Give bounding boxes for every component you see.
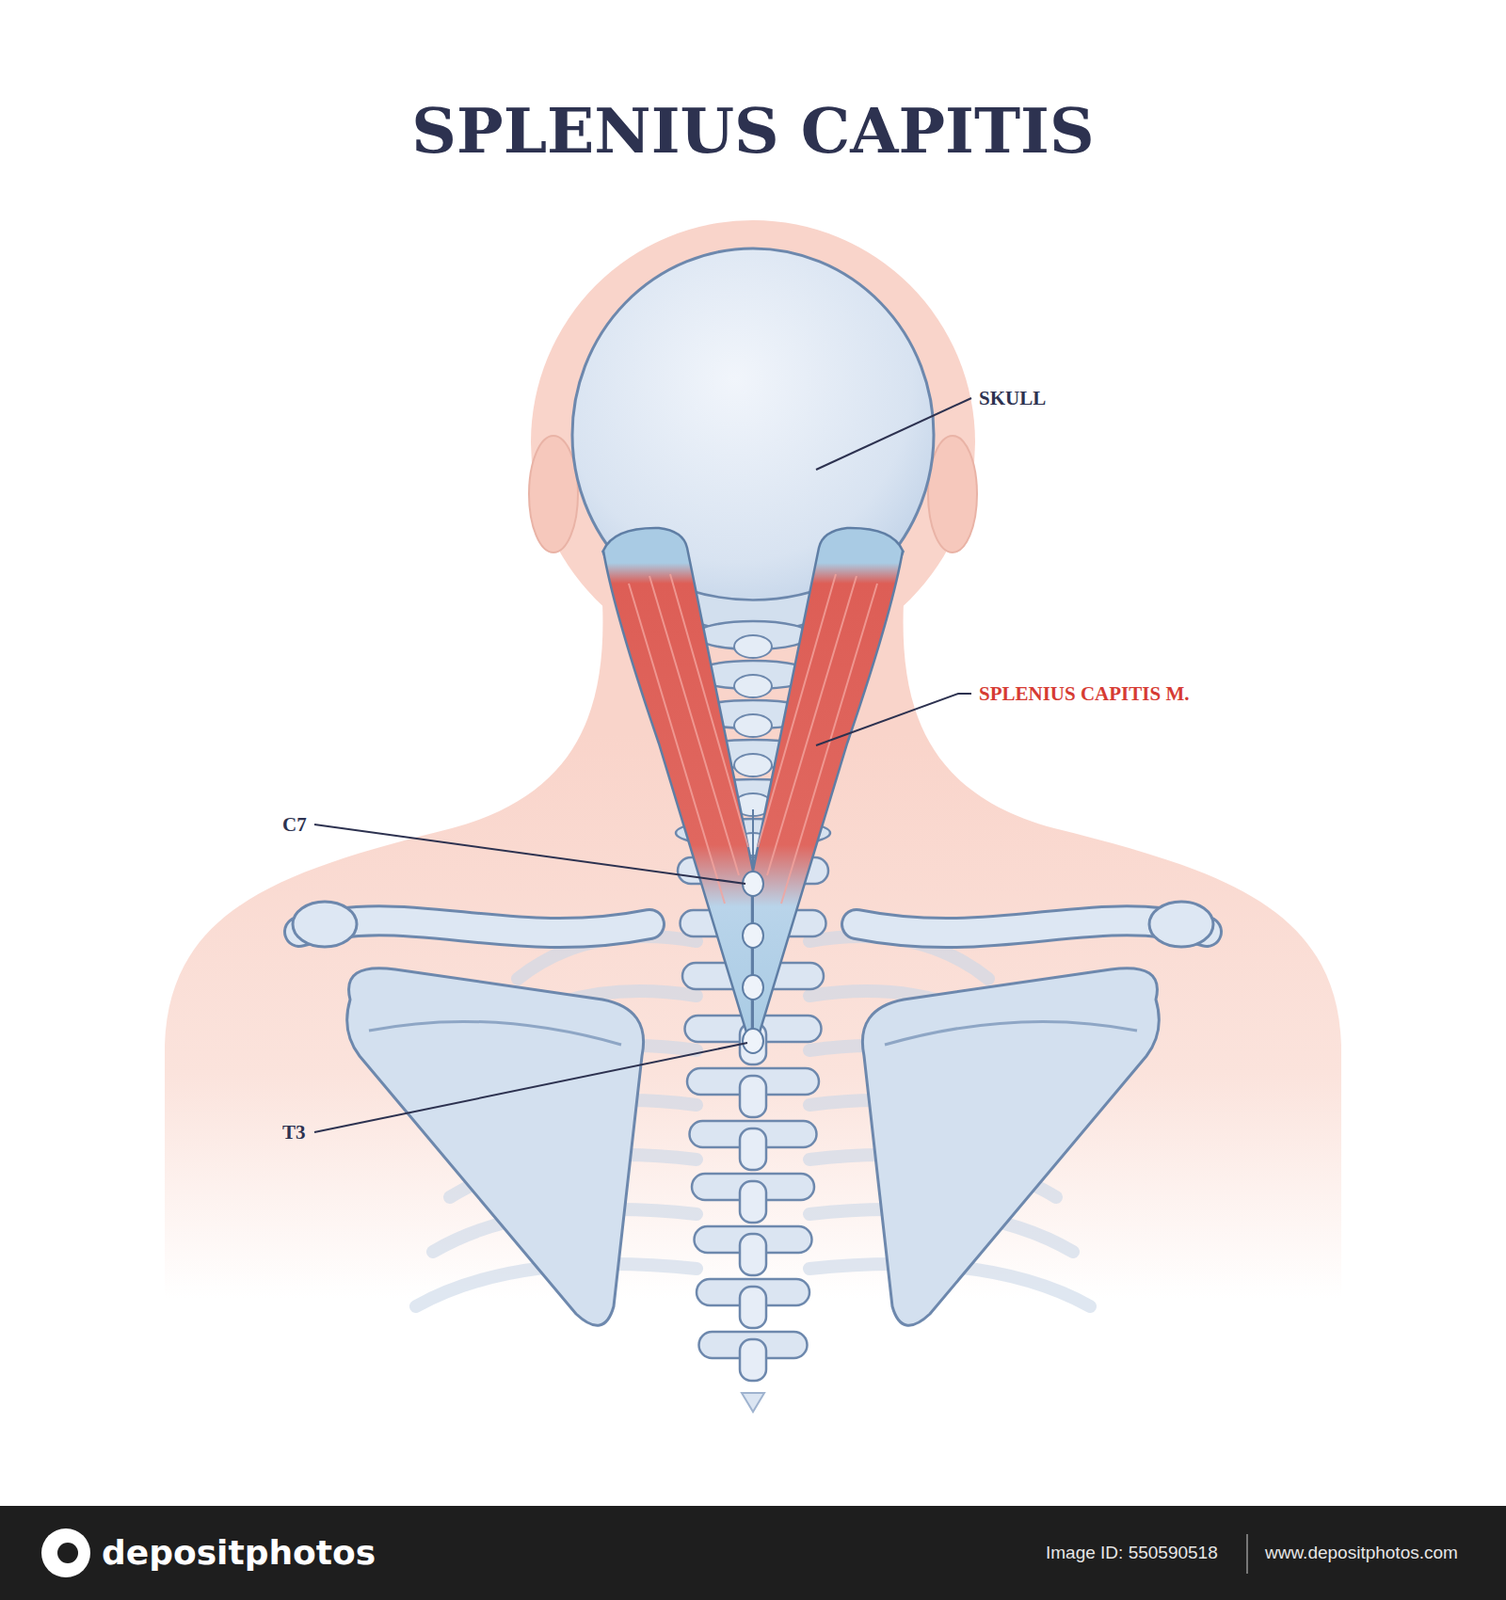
thoracic-spine — [677, 857, 829, 1412]
part-label: SPLENIUS CAPITIS M. — [978, 682, 1189, 705]
scapula-spine — [368, 1021, 622, 1045]
spinous-tip — [742, 923, 764, 948]
logo-icon — [41, 1528, 91, 1578]
muscle-fibres — [628, 574, 749, 904]
muscle-belly — [752, 528, 903, 1041]
spinous-process — [739, 1181, 767, 1223]
cervical-process — [734, 674, 772, 698]
body-silhouette — [164, 602, 1342, 1299]
right-shoulder — [856, 901, 1214, 1326]
right-muscle — [752, 528, 903, 1041]
scapula — [347, 968, 644, 1327]
splenius-capitis-muscles — [603, 528, 903, 1043]
spinous-tips — [742, 871, 764, 1054]
left-shoulder — [292, 901, 650, 1326]
spinous-tip — [742, 975, 764, 1000]
leader-line — [816, 693, 972, 746]
cervical-process — [734, 753, 772, 777]
cervical-process — [734, 714, 772, 737]
leader-lines — [314, 398, 972, 1133]
logo-icon-hole — [57, 1542, 79, 1564]
watermark-logo: depositphotos — [101, 1533, 376, 1572]
vertebra-label: T3 — [282, 1121, 306, 1144]
spinous-process — [739, 1128, 767, 1170]
left-muscle — [603, 528, 754, 1041]
leader-line — [314, 1042, 748, 1133]
scapula — [862, 968, 1159, 1327]
vertebra-label: C7 — [282, 813, 307, 836]
scapula-spine — [884, 1021, 1138, 1045]
spinous-process — [739, 1339, 767, 1381]
spinous-process — [739, 1286, 767, 1329]
spinous-tip — [742, 1028, 764, 1054]
leader-line — [816, 398, 972, 470]
footer-divider — [1246, 1534, 1249, 1574]
spinous-tip — [742, 871, 764, 897]
leader-line — [314, 824, 746, 884]
part-label: SKULL — [978, 386, 1046, 410]
spinous-process — [739, 1075, 767, 1118]
spine-tail — [741, 1393, 765, 1412]
ear — [928, 435, 978, 553]
footer-bar — [0, 1506, 1506, 1600]
muscle-belly — [603, 528, 754, 1041]
ear — [528, 435, 578, 553]
muscle-fibres — [757, 574, 878, 904]
acromion — [292, 901, 357, 947]
spinous-process — [739, 1233, 767, 1276]
watermark-url: www.depositphotos.com — [1265, 1542, 1458, 1564]
acromion — [1149, 901, 1214, 947]
watermark-id: Image ID: 550590518 — [1045, 1542, 1218, 1564]
cervical-process — [734, 635, 772, 658]
head-silhouette — [530, 220, 976, 665]
title: SPLENIUS CAPITIS — [0, 94, 1506, 168]
